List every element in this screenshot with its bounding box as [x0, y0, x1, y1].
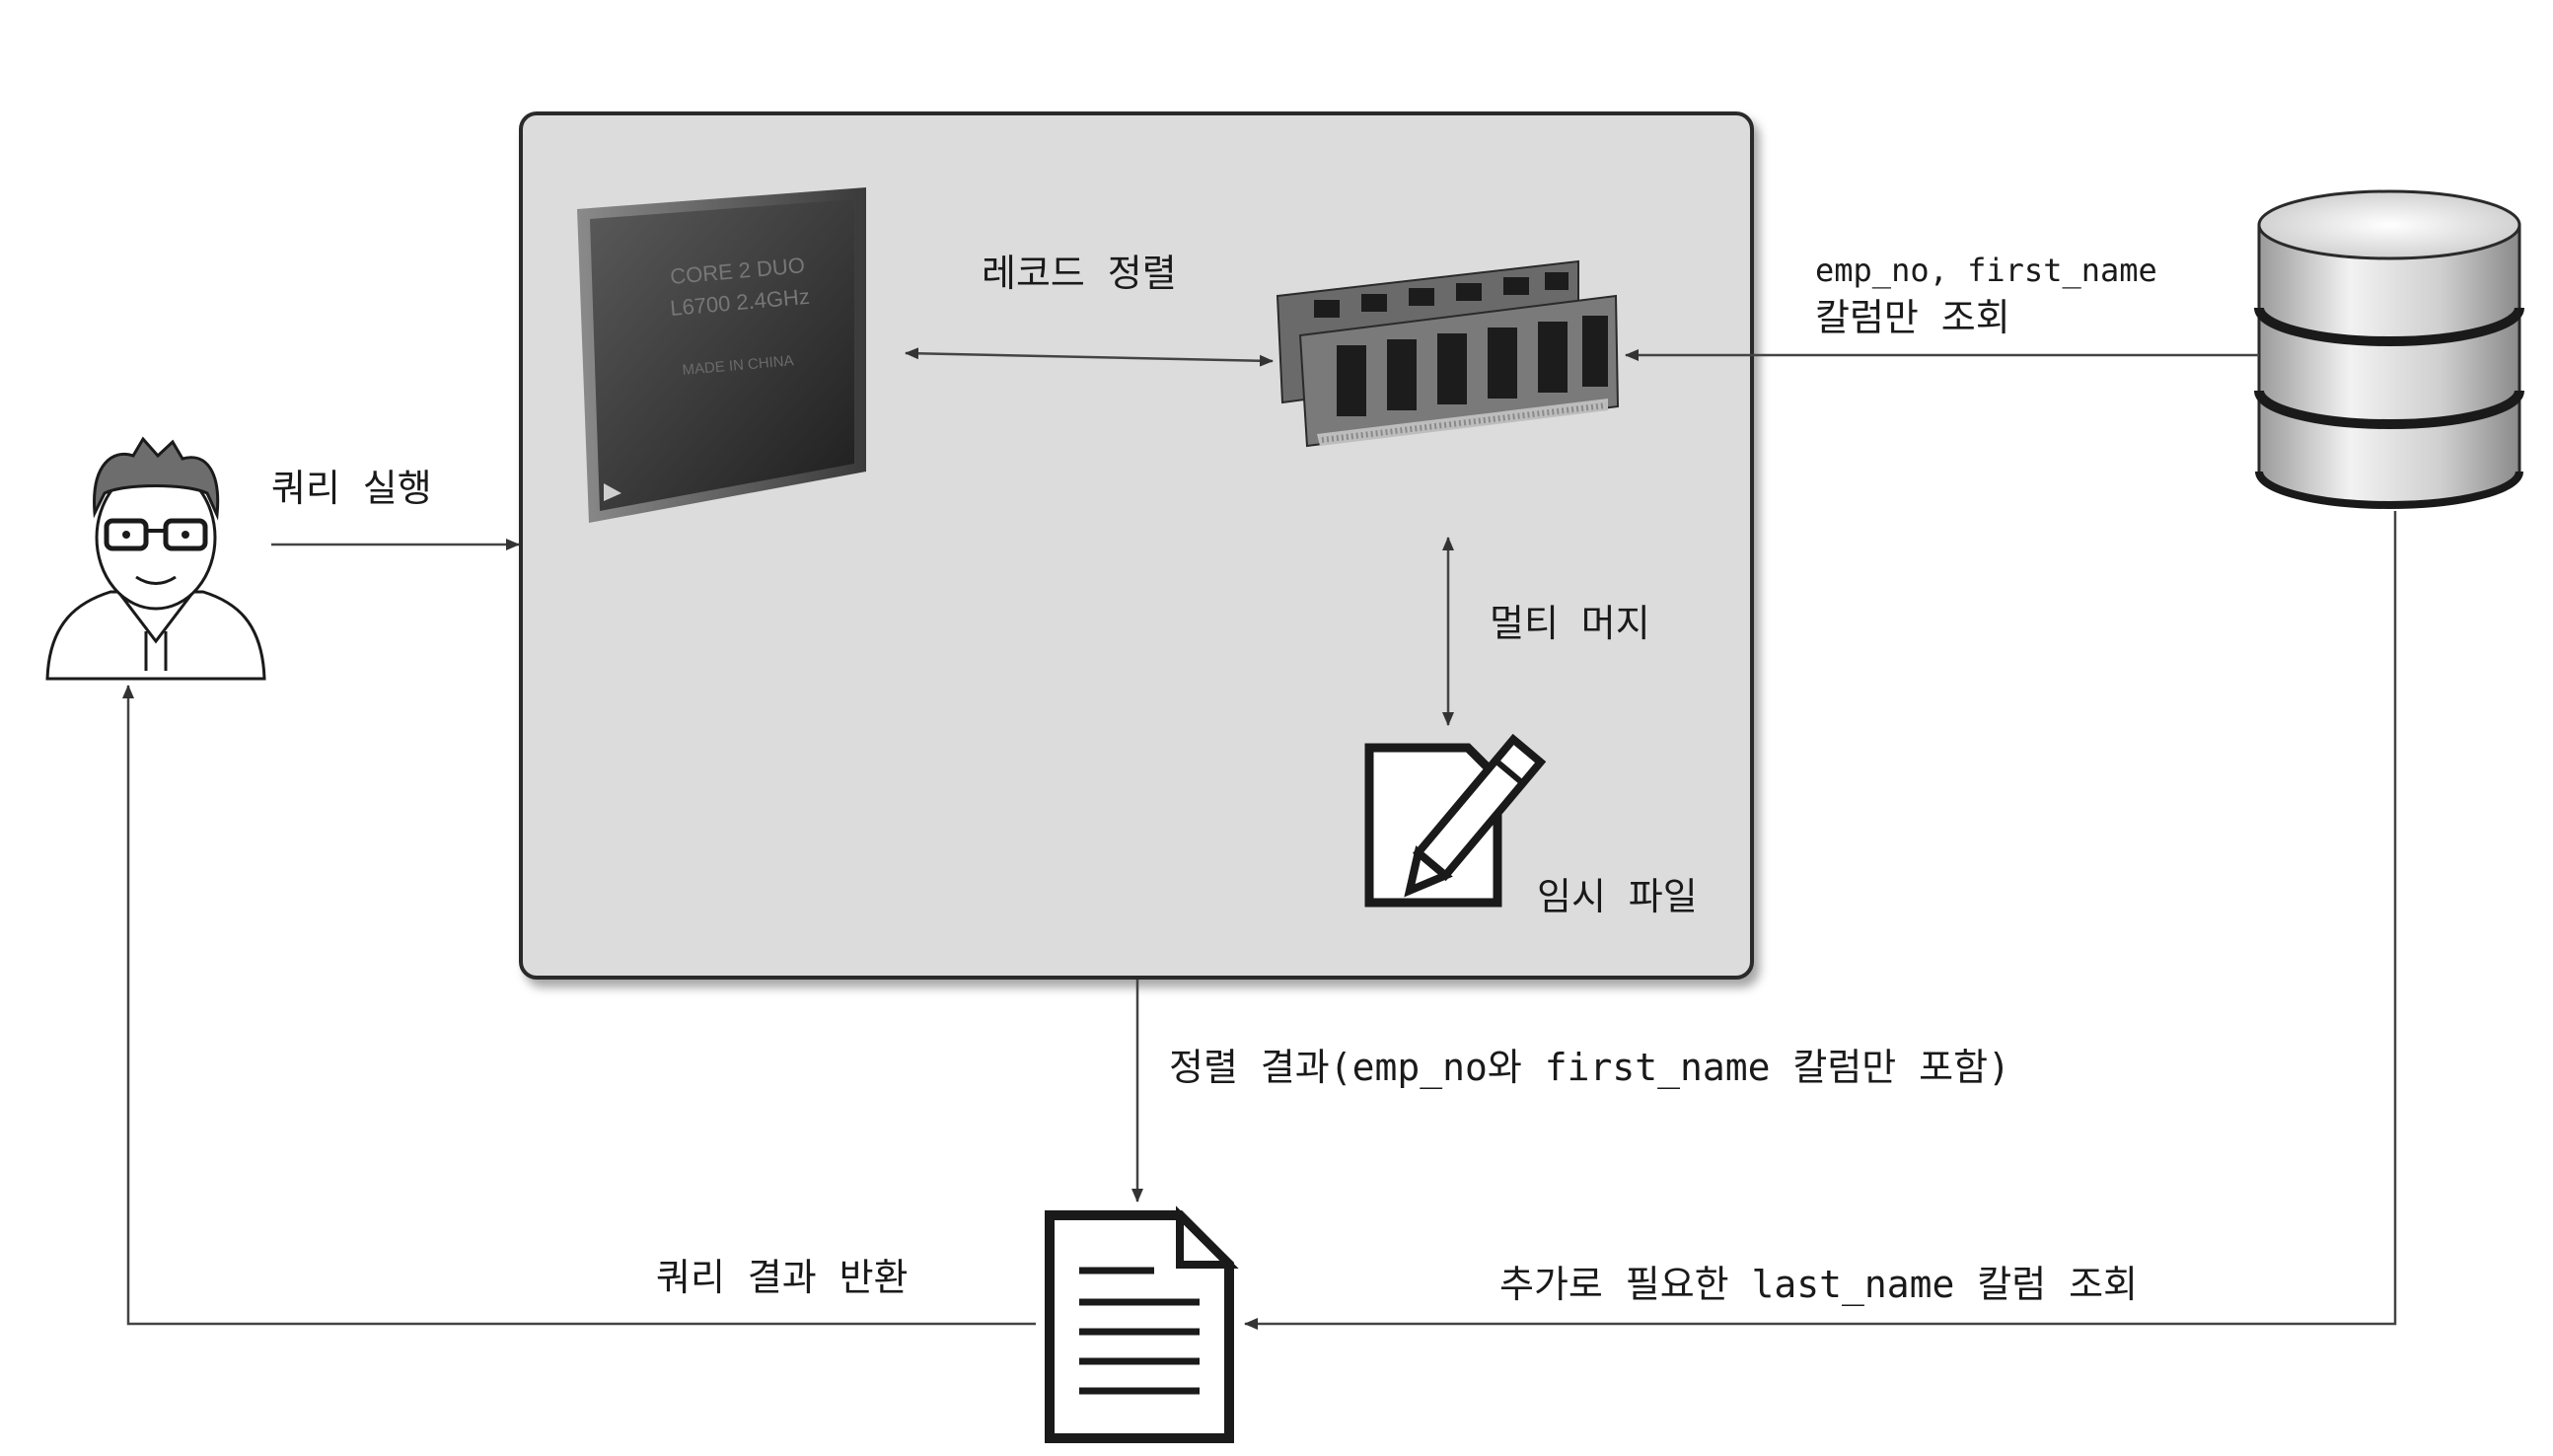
temp-file-label: 임시 파일: [1537, 875, 1698, 918]
extra-fetch-arrow: [1244, 511, 2397, 1330]
document-icon: [1045, 1205, 1239, 1443]
record-sort-arrow: [905, 347, 1274, 367]
edit-file-icon: [1364, 733, 1547, 908]
database-icon: [2254, 189, 2524, 509]
return-result-label: 쿼리 결과 반환: [656, 1256, 909, 1299]
sort-result-label: 정렬 결과(emp_no와 first_name 칼럼만 포함): [1169, 1046, 2010, 1090]
multi-merge-label: 멀티 머지: [1490, 602, 1650, 645]
memory-ram-icon: [1276, 259, 1620, 448]
cpu-chip-icon: CORE 2 DUO L6700 2.4GHz MADE IN CHINA: [577, 187, 866, 523]
query-execute-label: 쿼리 실행: [271, 467, 432, 510]
record-sort-label: 레코드 정렬: [982, 252, 1177, 295]
extra-fetch-label: 추가로 필요한 last_name 칼럼 조회: [1499, 1263, 2138, 1307]
user-avatar-icon: [45, 436, 266, 681]
db-fetch-label-line1: emp_no, first_name: [1815, 252, 2157, 289]
db-fetch-label-line2: 칼럼만 조회: [1815, 296, 2010, 339]
return-result-arrow: [122, 685, 1036, 1326]
